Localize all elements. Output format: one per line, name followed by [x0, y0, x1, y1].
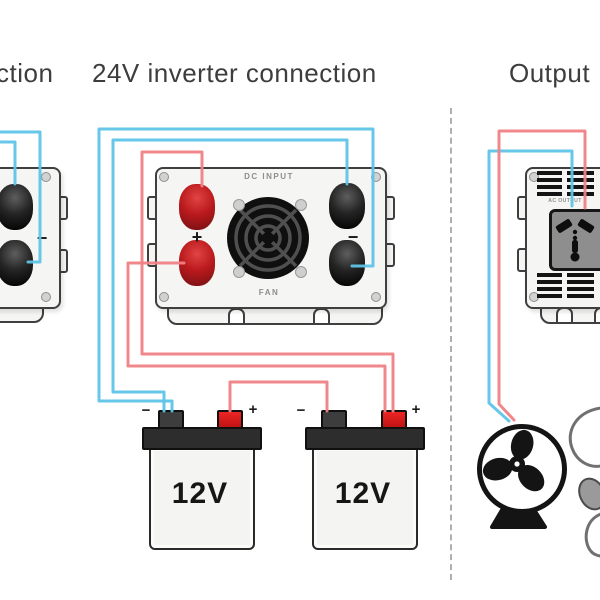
- plus-sign: +: [411, 401, 421, 418]
- screw-icon: [233, 199, 245, 211]
- main-section-title: 24V inverter connection: [92, 58, 377, 88]
- battery-voltage-label: 12V: [334, 477, 392, 510]
- output-section-title: Output: [509, 58, 591, 88]
- screw-icon: [41, 172, 51, 182]
- ac-output-label: AC OUTPUT: [548, 198, 582, 204]
- bracket-notch: [594, 307, 600, 322]
- negative-terminal: [329, 183, 365, 229]
- battery-top-cap: [305, 427, 425, 450]
- section-divider: [450, 108, 452, 580]
- bracket-notch: [556, 307, 573, 322]
- minus-sign: −: [296, 402, 306, 419]
- fan-blades-icon: [482, 429, 545, 492]
- plus-sign: +: [191, 227, 203, 247]
- battery-body: [312, 446, 418, 550]
- vent-slots: [537, 171, 562, 197]
- vent-slots: [537, 273, 562, 299]
- bracket-notch: [313, 308, 330, 323]
- minus-sign: −: [347, 227, 359, 247]
- battery-body: [149, 446, 255, 550]
- screw-icon: [295, 199, 307, 211]
- dc-input-label: DC INPUT: [244, 172, 294, 181]
- minus-sign: −: [36, 228, 48, 248]
- negative-terminal: [0, 184, 33, 230]
- battery-voltage-label: 12V: [171, 477, 229, 510]
- screw-icon: [41, 292, 51, 302]
- vent-slots: [567, 273, 594, 299]
- positive-terminal: [179, 184, 215, 230]
- screw-icon: [295, 266, 307, 278]
- screw-icon: [233, 266, 245, 278]
- minus-sign: −: [141, 402, 151, 419]
- power-socket-icon: [549, 209, 600, 271]
- wire-red-series-jumper: [228, 380, 329, 413]
- left-section-title-fragment: ction: [0, 58, 54, 88]
- fan-label: FAN: [258, 288, 280, 297]
- battery-top-cap: [142, 427, 262, 450]
- plus-sign: +: [248, 401, 258, 418]
- negative-terminal: [0, 240, 33, 286]
- vent-slots: [567, 171, 594, 197]
- bracket-notch: [228, 308, 245, 323]
